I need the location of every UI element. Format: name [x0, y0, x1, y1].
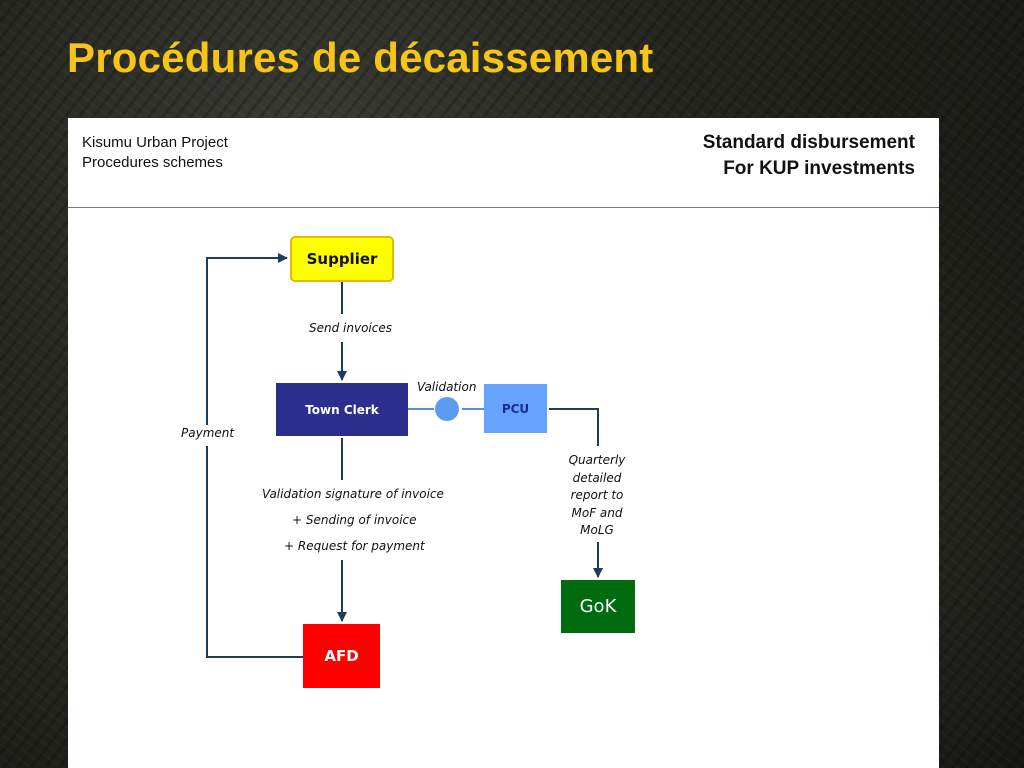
scheme-title-line2: For KUP investments: [723, 158, 915, 179]
pcu-node: PCU: [484, 384, 547, 433]
payment-label: Payment: [181, 426, 235, 440]
gok-label: GoK: [579, 596, 617, 617]
header-divider: [68, 207, 939, 208]
project-name: Kisumu Urban Project: [82, 134, 228, 151]
supplier-node: Supplier: [290, 236, 394, 282]
payment-line-upper: [206, 253, 288, 425]
diagram-panel: Kisumu Urban Project Procedures schemes …: [68, 118, 939, 768]
afd-label: AFD: [324, 647, 359, 665]
header-right: Standard disbursement For KUP investment…: [703, 130, 915, 182]
validation-label: Validation: [417, 380, 477, 394]
send-invoices-label: Send invoices: [309, 321, 392, 335]
request-payment-label: + Request for payment: [284, 539, 425, 553]
header-left: Kisumu Urban Project Procedures schemes: [82, 133, 228, 173]
supplier-label: Supplier: [306, 250, 378, 268]
afd-node: AFD: [303, 624, 380, 688]
validation-signature-label: Validation signature of invoice: [262, 487, 444, 501]
scheme-label: Procedures schemes: [82, 154, 223, 171]
town-clerk-label: Town Clerk: [305, 402, 379, 417]
slide-title: Procédures de décaissement: [67, 34, 654, 81]
validation-node: [435, 397, 459, 421]
gok-node: GoK: [561, 580, 635, 633]
quarterly-report-label: Quarterly detailed report to MoF and MoL…: [568, 453, 626, 537]
payment-line-lower: [206, 446, 303, 658]
town-clerk-node: Town Clerk: [276, 383, 408, 436]
pcu-report-line: [549, 408, 599, 446]
pcu-label: PCU: [501, 401, 530, 416]
sending-invoice-label: + Sending of invoice: [292, 513, 417, 527]
connector-lines: [206, 253, 603, 658]
scheme-title-line1: Standard disbursement: [702, 132, 915, 153]
